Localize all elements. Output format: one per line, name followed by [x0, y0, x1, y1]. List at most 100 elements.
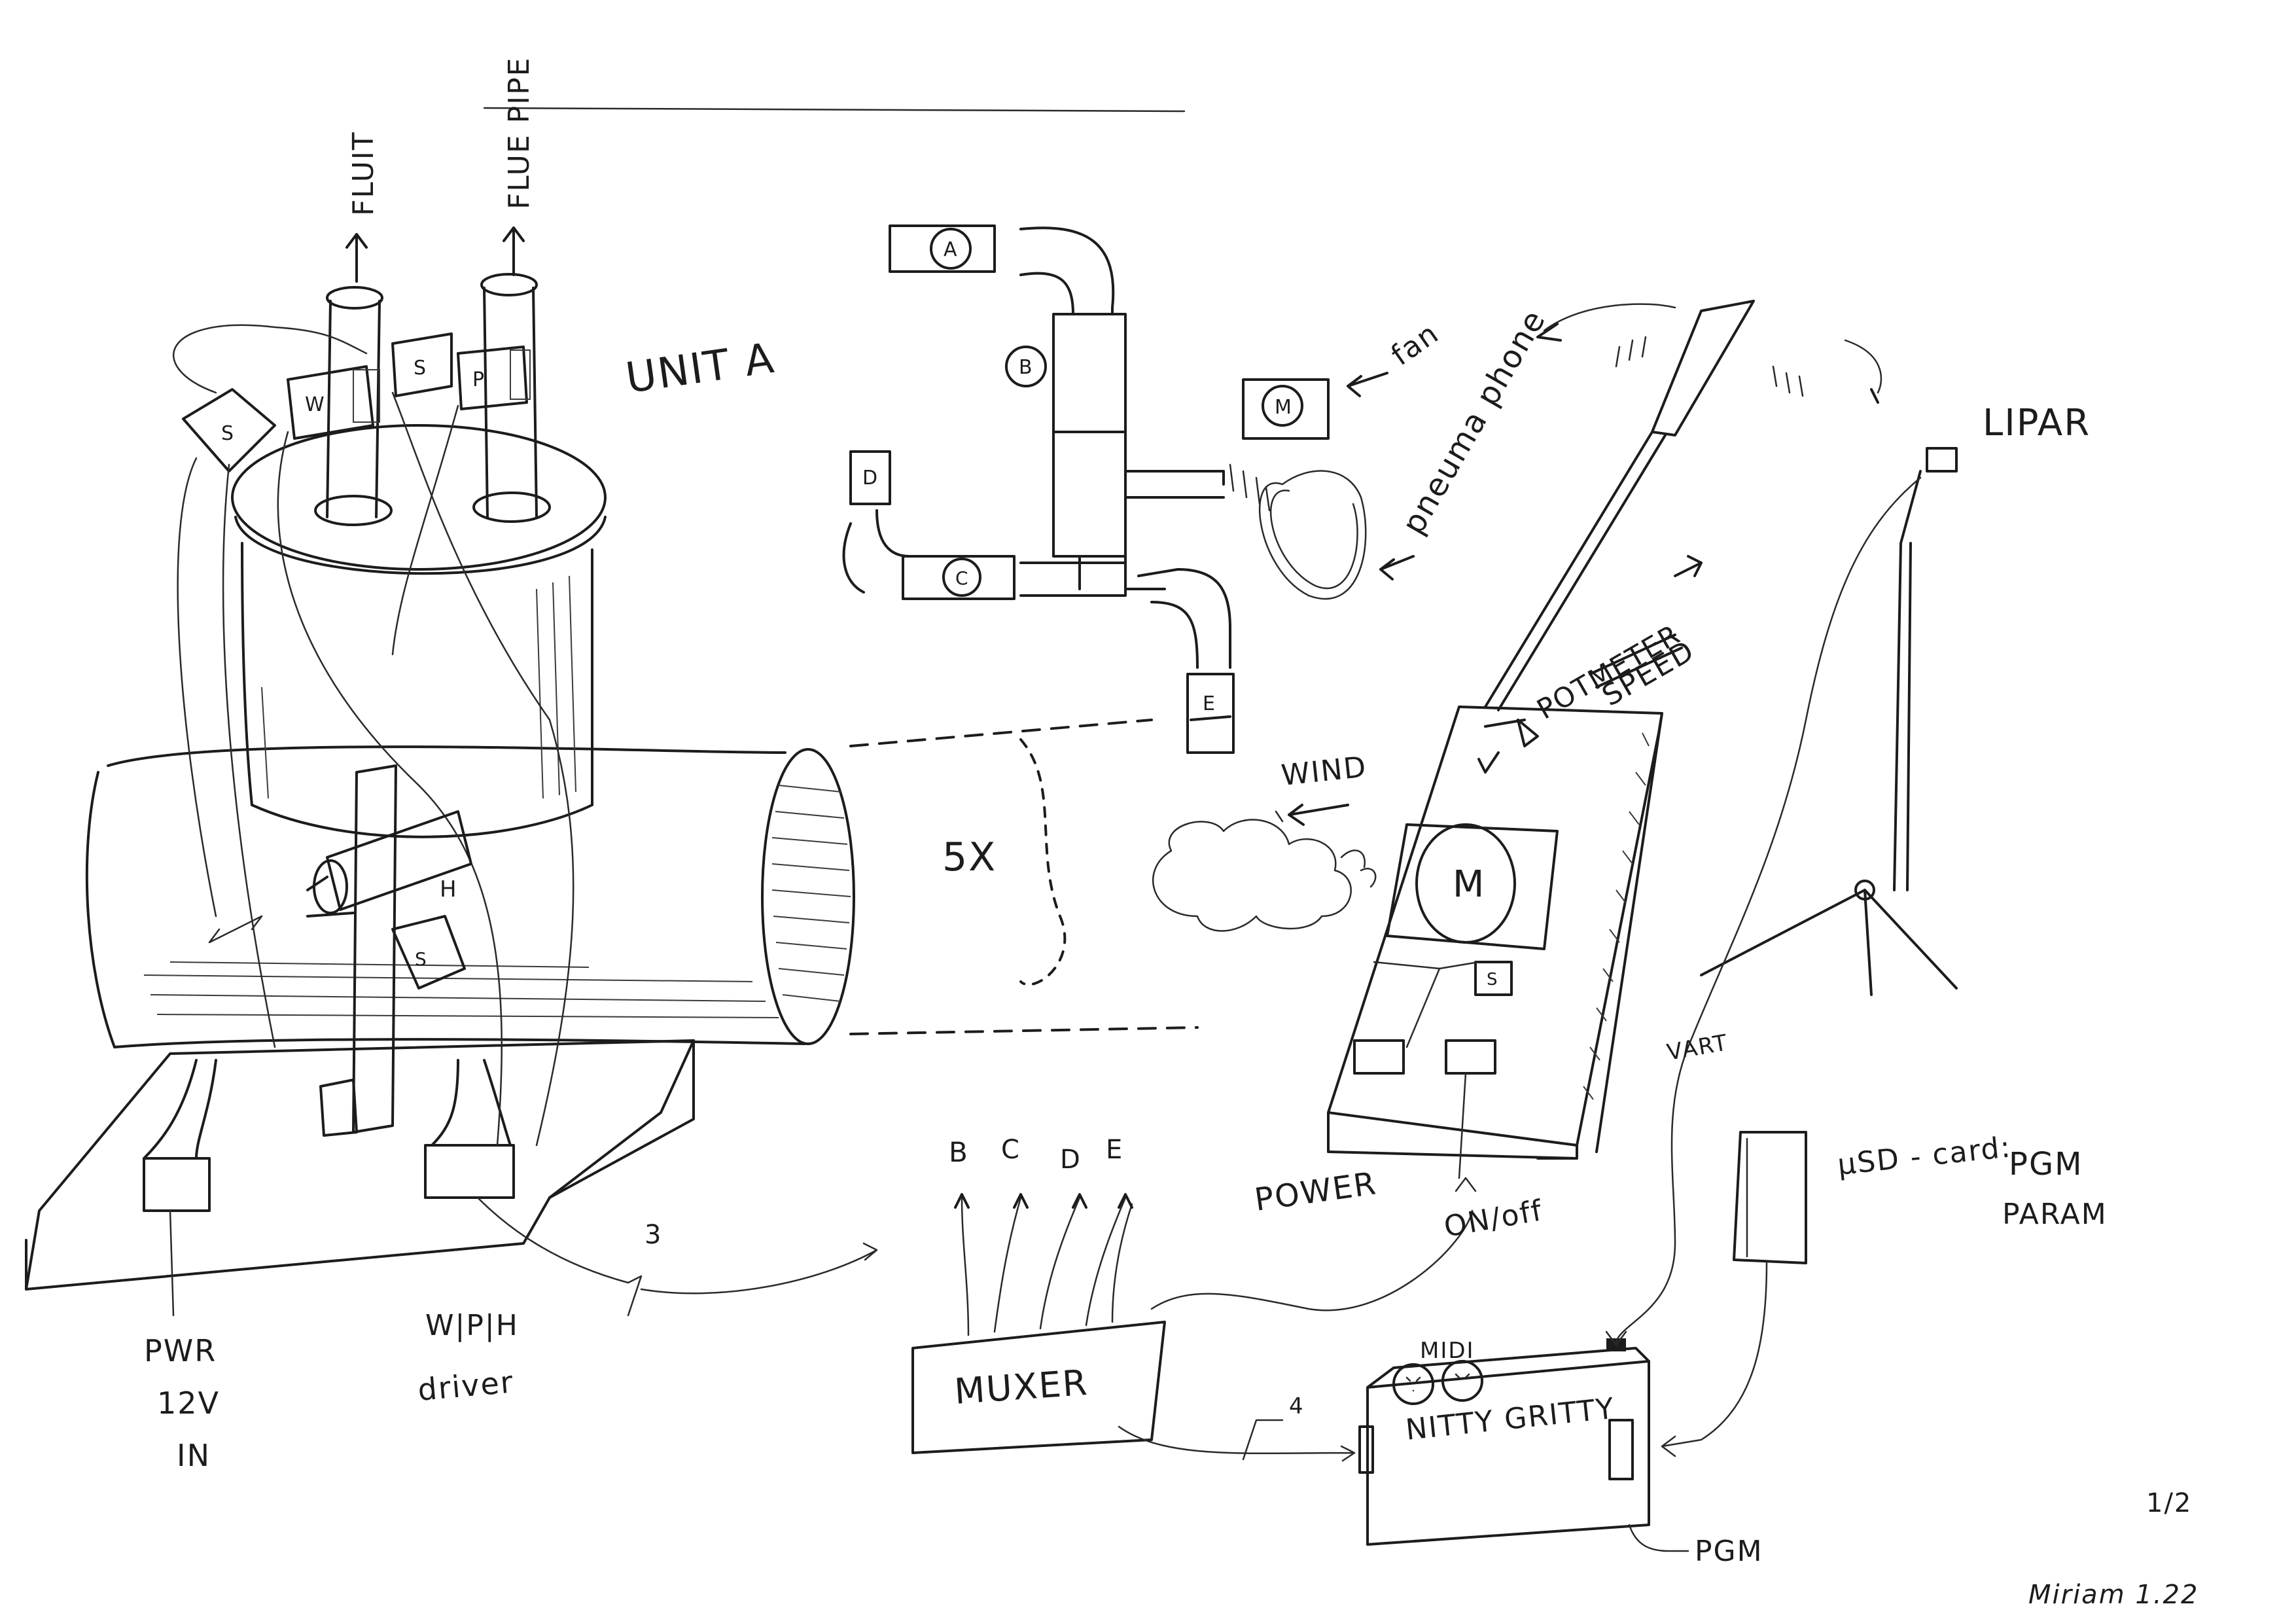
lipar-cable [1687, 476, 1922, 1048]
h-arrow [208, 915, 263, 944]
pgm-label: PGM [2009, 1146, 2083, 1183]
horizontal-tube [85, 745, 806, 1048]
h-solenoid-end [313, 859, 348, 914]
top-wires [172, 324, 574, 1147]
multiplier-curl [1019, 738, 1067, 986]
valve-c-label: C [955, 567, 970, 589]
flue-pipe-top [480, 273, 538, 296]
flue-pipe-base [472, 491, 551, 523]
mux-b-label: B [949, 1136, 969, 1168]
cylinder-shading [261, 575, 576, 799]
pgm-out-label: PGM [1695, 1535, 1763, 1568]
tube-opening-hatch [771, 785, 851, 1002]
wand [1484, 300, 1755, 711]
vart-cable [1605, 1046, 1689, 1346]
flute-label: FLUIT [347, 131, 380, 216]
power-box-inner [1373, 961, 1480, 1048]
fan-arrow [1347, 372, 1388, 397]
wand-arc-arrows [1536, 323, 1879, 404]
unit-a-assembly [25, 226, 855, 1291]
block-p-hatch [510, 349, 531, 400]
valve-e-label: E [1203, 692, 1216, 715]
muxer-label: MUXER [953, 1362, 1090, 1412]
sd-card-label: µSD - card: [1836, 1130, 2013, 1182]
top-rule [483, 107, 1186, 113]
signature: Miriam 1.22 [2028, 1580, 2199, 1610]
muxer-outputs [961, 1196, 1133, 1336]
valve-c-body [902, 555, 1016, 600]
mux-e-label: E [1106, 1135, 1123, 1165]
mux-c-label: C [1001, 1135, 1021, 1165]
mux-d-label: D [1060, 1145, 1082, 1175]
flute-pipe-top [326, 286, 383, 310]
cylinder-body [241, 542, 594, 838]
nitty-gritty-label-text: NITTY GRITTY [1404, 1392, 1617, 1447]
pwr-lead [169, 1209, 175, 1317]
muxer-box [911, 1321, 1166, 1454]
block-w [287, 365, 374, 440]
valve-a [930, 228, 972, 270]
sd-card [1733, 1131, 1807, 1264]
bus-3-label: 3 [645, 1220, 662, 1250]
tee-mid [1052, 431, 1225, 558]
block-p-label: P [472, 368, 486, 391]
valve-manifold [842, 224, 1235, 754]
block-w-label: W [305, 393, 326, 416]
block-s1-label: S [221, 422, 235, 445]
tube-opening [761, 748, 855, 1045]
air-waves [1229, 463, 1271, 512]
fan-label: fan [1385, 316, 1445, 372]
lipar-label: LIPAR [1983, 402, 2091, 444]
bus-4-tick [1242, 1419, 1284, 1461]
valve-a-body [889, 224, 996, 273]
power-switch [1474, 961, 1513, 996]
wind-duct-top [849, 719, 1153, 747]
elbow-top [1019, 226, 1115, 315]
h-bracket [319, 1079, 358, 1137]
potmeter [1484, 719, 1539, 747]
wind-group [849, 719, 1377, 1035]
unit-a-label: UNIT A [623, 334, 778, 403]
pwr-block [143, 1157, 211, 1212]
onoff-to-box [1455, 1072, 1477, 1192]
tee-b [1052, 313, 1127, 433]
valve-d-body [849, 450, 891, 505]
power-label: POWER [1252, 1165, 1379, 1219]
driver-label-2: driver [416, 1364, 515, 1408]
potmeter-arrow [1477, 751, 1500, 774]
sd-card-group [1661, 1131, 1807, 1457]
power-box [1327, 555, 1703, 1160]
midi-pins [1405, 1373, 1470, 1392]
base-plate [25, 1039, 695, 1291]
multiplier-label: 5X [942, 834, 997, 880]
block-s3-label: S [415, 948, 428, 970]
flute-pipe-base [314, 495, 393, 526]
wind-arrow [1288, 804, 1349, 826]
cylinder-lid [231, 424, 607, 571]
flute-arrow [345, 233, 368, 283]
block-s2 [391, 332, 453, 397]
nitty-gritty-side-port [1608, 1419, 1634, 1480]
valve-d-label: D [862, 467, 879, 490]
block-s2-label: S [414, 357, 427, 380]
fan-motor [1262, 385, 1303, 427]
pipe-lower [1019, 555, 1166, 597]
pwr-label-3: IN [177, 1438, 211, 1473]
power-box-side-hatch [1583, 732, 1650, 1100]
on-off-label: ON/off [1441, 1194, 1545, 1244]
pneumaphone-arrow [1379, 555, 1415, 580]
driver-to-bus [476, 1196, 643, 1317]
nitty-gritty-left-port [1358, 1425, 1374, 1474]
flue-pipe-label: FLUE PIPE [503, 57, 536, 209]
pneumaphone-group [1229, 372, 1415, 600]
tube-shading [143, 961, 779, 1018]
midi-port-1 [1392, 1363, 1434, 1405]
motor-mount [1386, 823, 1559, 950]
fan-motor-box [1242, 378, 1330, 440]
elbow-e [1137, 568, 1231, 669]
block-s3 [391, 915, 466, 990]
lipar-stand [1687, 447, 1958, 1048]
base-plate-edge [25, 1039, 695, 1291]
wand-controller [1484, 300, 1882, 711]
